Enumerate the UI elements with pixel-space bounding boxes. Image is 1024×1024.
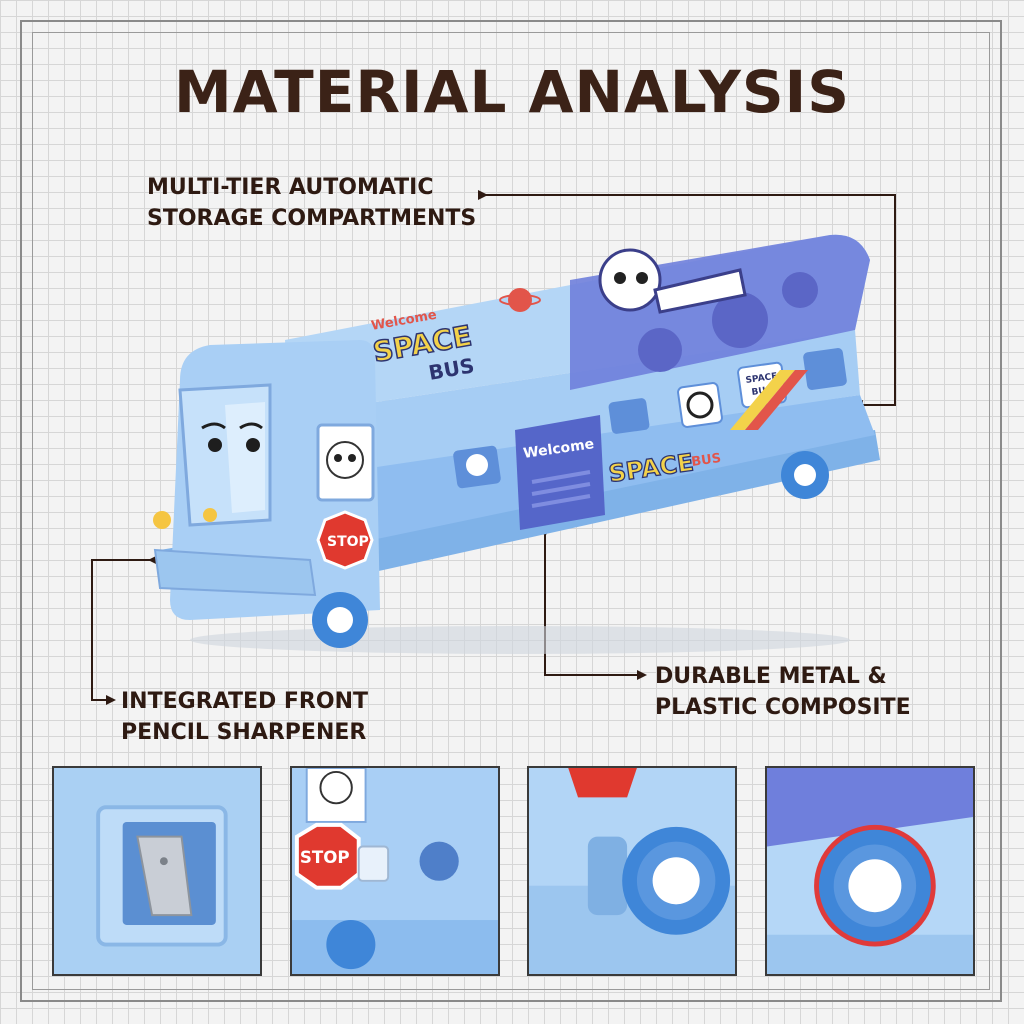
sharpener-closeup bbox=[54, 768, 260, 974]
page-title: MATERIAL ANALYSIS bbox=[174, 58, 850, 126]
sharpener-callout-line1: INTEGRATED FRONT bbox=[121, 689, 368, 714]
bus-illustration: Welcome SPACE BUS SPACE BUS Welcome SPAC… bbox=[153, 234, 880, 654]
rear-wheel-closeup bbox=[767, 768, 973, 974]
detail-stop-text: STOP bbox=[300, 848, 350, 867]
detail-stop-sign: STOP bbox=[290, 766, 500, 976]
detail-sharpener bbox=[52, 766, 262, 976]
material-connector bbox=[540, 527, 647, 680]
storage-connector bbox=[478, 190, 896, 410]
space-bus-pencil-case: Welcome SPACE BUS SPACE BUS Welcome SPAC… bbox=[140, 220, 900, 660]
stop-sign-closeup: STOP bbox=[292, 768, 498, 974]
inner-frame bbox=[32, 32, 990, 990]
storage-callout: MULTI-TIER AUTOMATIC STORAGE COMPARTMENT… bbox=[147, 172, 476, 234]
outer-frame bbox=[20, 20, 1002, 1002]
sharpener-connector bbox=[91, 555, 158, 705]
detail-front-wheel bbox=[527, 766, 737, 976]
bus-side-brand-small: BUS bbox=[690, 451, 722, 470]
material-callout-line1: DURABLE METAL & bbox=[655, 664, 887, 689]
sharpener-callout: INTEGRATED FRONT PENCIL SHARPENER bbox=[121, 686, 368, 748]
storage-callout-line2: STORAGE COMPARTMENTS bbox=[147, 206, 477, 231]
bus-stop-sign: STOP bbox=[327, 534, 369, 550]
sharpener-callout-line2: PENCIL SHARPENER bbox=[121, 720, 367, 745]
material-callout: DURABLE METAL & PLASTIC COMPOSITE bbox=[655, 661, 911, 723]
front-wheel-closeup bbox=[529, 768, 735, 974]
storage-callout-line1: MULTI-TIER AUTOMATIC bbox=[147, 175, 434, 200]
detail-rear-wheel bbox=[765, 766, 975, 976]
material-callout-line2: PLASTIC COMPOSITE bbox=[655, 695, 911, 720]
